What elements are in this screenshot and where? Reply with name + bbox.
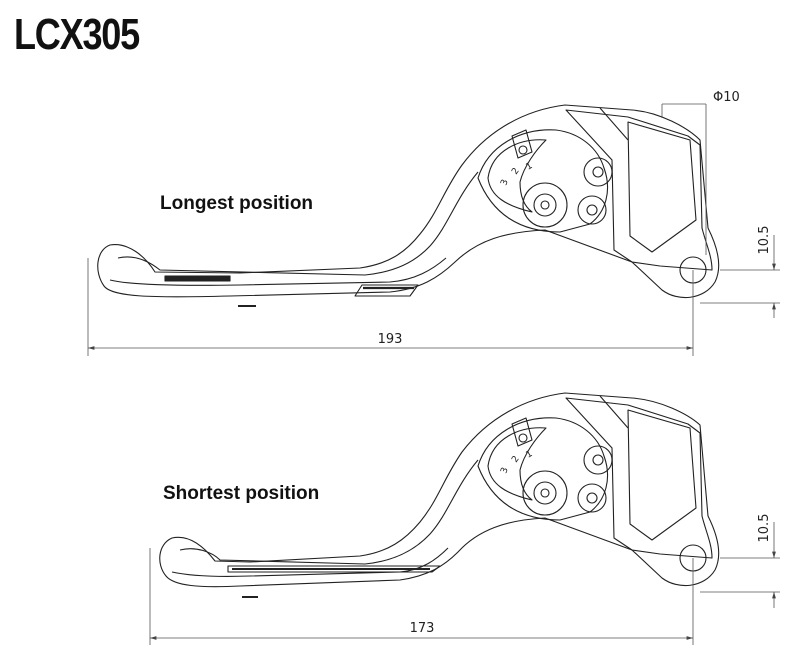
hole-diameter-dimension: Φ10 xyxy=(713,90,740,105)
offset-dimension-long: 10.5 xyxy=(757,226,772,255)
adjuster-housing xyxy=(477,129,609,233)
shortest-position-label: Shortest position xyxy=(163,483,320,504)
lever-shortest xyxy=(159,392,720,598)
perch-plate xyxy=(565,109,713,271)
adjuster-screw xyxy=(583,157,613,187)
adjuster-window xyxy=(487,139,547,213)
dimensions-longest xyxy=(87,103,780,356)
scale-2: 2 xyxy=(510,166,521,176)
adjuster-clip xyxy=(511,129,533,159)
lever-blade-top-line xyxy=(179,459,479,565)
lever-blade-top-line xyxy=(117,171,479,276)
dimensions-shortest xyxy=(149,522,780,645)
adjuster-scale-long: 3 2 1 xyxy=(499,161,534,187)
adjuster-clip xyxy=(511,417,533,447)
lever-longest xyxy=(97,104,720,307)
scale-3: 3 xyxy=(499,178,510,187)
blade-stripe xyxy=(227,565,441,573)
perch-plate xyxy=(565,397,713,559)
scale-1: 1 xyxy=(525,161,535,173)
lever-blade-bottom-line xyxy=(109,257,447,286)
scale-3: 3 xyxy=(499,466,510,475)
lock-screw xyxy=(577,195,607,225)
lever-body-outline xyxy=(159,392,720,588)
model-title: LCX305 xyxy=(14,10,140,59)
length-dimension-short: 173 xyxy=(410,621,435,636)
scale-2: 2 xyxy=(510,454,521,464)
adjuster-screw xyxy=(583,445,613,475)
lever-body-outline xyxy=(97,104,720,299)
pivot-boss xyxy=(522,470,568,516)
lock-screw xyxy=(577,483,607,513)
offset-dimension-short: 10.5 xyxy=(757,514,772,543)
adjuster-housing xyxy=(477,417,609,521)
blade-stripe xyxy=(164,275,231,282)
longest-position-label: Longest position xyxy=(160,193,314,214)
adjuster-window xyxy=(487,427,547,501)
blade-stripe-tip xyxy=(354,284,419,297)
lever-blade-bottom-line xyxy=(171,547,449,577)
length-dimension-long: 193 xyxy=(378,332,403,347)
scale-1: 1 xyxy=(525,449,535,461)
adjuster-scale-short: 3 2 1 xyxy=(499,449,534,475)
pivot-boss xyxy=(522,182,568,228)
